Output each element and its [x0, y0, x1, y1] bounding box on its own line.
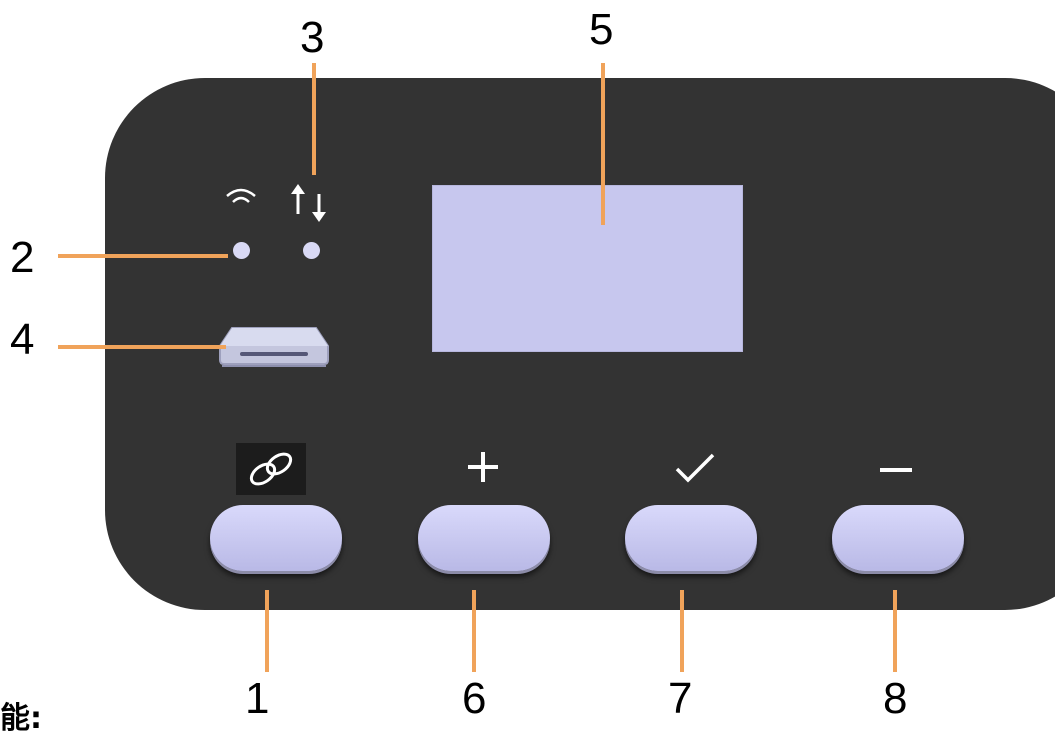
data-led [303, 242, 320, 259]
leader-line-6 [472, 590, 476, 672]
wifi-led [233, 242, 250, 259]
card-slot-icon [219, 327, 329, 367]
callout-5: 5 [589, 5, 614, 54]
leader-line-5 [601, 63, 605, 225]
callout-3: 3 [300, 13, 325, 62]
link-icon [236, 443, 306, 495]
check-icon [675, 453, 715, 483]
leader-line-1 [265, 590, 269, 672]
callout-7: 7 [668, 674, 693, 723]
plus-button[interactable] [418, 505, 550, 571]
callout-4: 4 [10, 315, 35, 364]
callout-6: 6 [462, 674, 487, 723]
callout-1: 1 [245, 674, 270, 723]
leader-line-4 [58, 345, 226, 349]
leader-line-8 [893, 590, 897, 672]
plus-icon [468, 452, 498, 482]
connect-button[interactable] [210, 505, 342, 571]
minus-button[interactable] [832, 505, 964, 571]
minus-icon [880, 468, 912, 472]
callout-8: 8 [883, 674, 908, 723]
wifi-icon [226, 188, 256, 203]
leader-line-2 [58, 254, 228, 258]
up-down-arrows-icon [291, 184, 326, 222]
display-screen [432, 185, 743, 352]
ok-button[interactable] [625, 505, 757, 571]
callout-2: 2 [10, 233, 35, 282]
leader-line-3 [312, 63, 316, 175]
leader-line-7 [680, 590, 684, 672]
corner-label: 能: [0, 701, 42, 736]
